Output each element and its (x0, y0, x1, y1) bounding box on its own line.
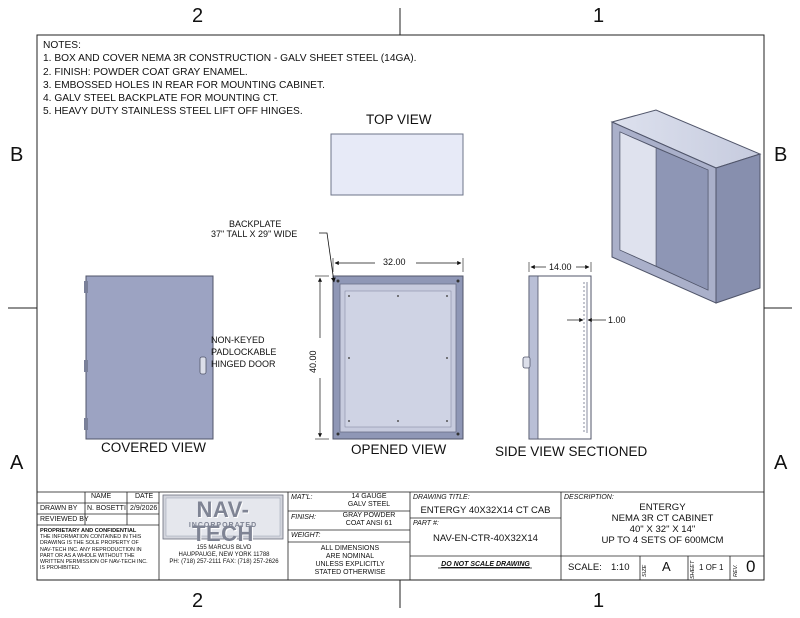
sheet-value: 1 OF 1 (699, 563, 724, 572)
depth-dimension: 14.00 (549, 262, 572, 272)
drawing-title: ENTERGY 40X32X14 CT CAB (420, 505, 551, 516)
finish-label: FINISH: (291, 514, 316, 521)
nominal-line: UNLESS EXPLICITLY (315, 561, 385, 568)
opened-view-shape (332, 275, 464, 440)
drawn-by-label: DRAWN BY (40, 505, 78, 512)
material-line: 14 GAUGE (351, 493, 387, 500)
top-view-label: TOP VIEW (366, 112, 432, 127)
reviewed-by-label: REVIEWED BY (40, 516, 89, 523)
description-line: ENTERGY (639, 502, 686, 513)
backplate-callout-line1: BACKPLATE (229, 219, 282, 229)
finish-value: GRAY POWDER COAT ANSI 61 (334, 512, 404, 528)
phone-line: PH: (718) 257-2111 FAX: (718) 257-2626 (169, 559, 279, 565)
sheet-label: SHEET (690, 560, 696, 579)
door-callout-line3: HINGED DOOR (211, 359, 276, 369)
covered-view-label: COVERED VIEW (101, 440, 207, 455)
note-item: 1. BOX AND COVER NEMA 3R CONSTRUCTION - … (43, 53, 417, 65)
zone-label-left-lower: A (10, 452, 24, 474)
description-block: ENTERGY NEMA 3R CT CABINET 40" X 32" X 1… (561, 502, 764, 546)
backplate-leader (319, 232, 336, 283)
company-logo-text: NAV-TECH (192, 497, 254, 546)
proprietary-line: IS PROHIBITED. (40, 565, 81, 572)
nominal-line: ALL DIMENSIONS (320, 545, 380, 552)
proprietary-line: PART OR AS A WHOLE WITHOUT THE (40, 552, 135, 559)
description-line: 40" X 32" X 14" (629, 524, 696, 535)
side-view-label: SIDE VIEW SECTIONED (495, 444, 648, 459)
title-block-grid (36, 491, 765, 581)
notes-heading: NOTES: (43, 40, 81, 51)
part-number: NAV-EN-CTR-40X32X14 (433, 533, 538, 544)
backplate-callout-line2: 37" TALL X 29" WIDE (211, 229, 298, 239)
door-callout-line2: PADLOCKABLE (211, 347, 277, 357)
proprietary-notice: PROPRIETARY AND CONFIDENTIAL THE INFORMA… (40, 528, 158, 571)
description-label: DESCRIPTION: (564, 494, 614, 501)
drawn-by-name: N. BOSETTI (87, 505, 126, 512)
material-value: 14 GAUGE GALV STEEL (334, 493, 404, 509)
width-dimension: 32.00 (383, 257, 406, 267)
nominal-dimensions-note: ALL DIMENSIONS ARE NOMINAL UNLESS EXPLIC… (292, 545, 408, 577)
zone-label-right-lower: A (774, 452, 788, 474)
revision-label: REV. (733, 564, 739, 577)
proprietary-line: THE INFORMATION CONTAINED IN THIS (40, 534, 142, 541)
proprietary-line: NAV-TECH INC. ANY REPRODUCTION IN (40, 546, 142, 553)
side-view-shape (522, 275, 592, 440)
revision-value: 0 (746, 557, 756, 576)
address-line: 155 MARCUS BLVD (196, 545, 252, 551)
proprietary-line: DRAWING IS THE SOLE PROPERTY OF (40, 540, 139, 547)
notes-block: NOTES: 1. BOX AND COVER NEMA 3R CONSTRUC… (43, 39, 416, 119)
note-item: 5. HEAVY DUTY STAINLESS STEEL LIFT OFF H… (43, 106, 303, 118)
material-label: MAT'L: (291, 494, 313, 501)
note-item: 4. GALV STEEL BACKPLATE FOR MOUNTING CT. (43, 93, 279, 105)
description-line: NEMA 3R CT CABINET (611, 513, 714, 524)
size-label: SIZE (642, 564, 648, 577)
top-view-shape (330, 133, 464, 196)
description-line: UP TO 4 SETS OF 600MCM (601, 535, 724, 546)
name-header: NAME (91, 493, 112, 500)
note-item: 2. FINISH: POWDER COAT GRAY ENAMEL. (43, 66, 248, 78)
scale-label: SCALE: (568, 562, 602, 573)
drawn-by-date: 2/9/2026 (130, 505, 158, 512)
height-dimension: 40.00 (308, 350, 318, 373)
material-line: GALV STEEL (347, 501, 391, 508)
part-number-label: PART #: (413, 520, 439, 527)
company-address: 155 MARCUS BLVD HAUPPAUGE, NEW YORK 1178… (162, 545, 286, 566)
drawing-title-label: DRAWING TITLE: (413, 494, 470, 501)
isometric-view-shape (610, 109, 762, 304)
weight-label: WEIGHT: (291, 532, 321, 539)
zone-label-bottom-right: 1 (593, 590, 605, 612)
address-line: HAUPPAUGE, NEW YORK 11788 (178, 552, 270, 558)
finish-line: GRAY POWDER (342, 512, 396, 519)
covered-view-shape (84, 275, 214, 440)
proprietary-line: WRITTEN PERMISSION OF NAV-TECH INC. (40, 559, 148, 566)
finish-line: COAT ANSI 61 (345, 520, 393, 527)
zone-label-top-right: 1 (593, 5, 605, 27)
nominal-line: STATED OTHERWISE (314, 569, 386, 576)
proprietary-title: PROPRIETARY AND CONFIDENTIAL (40, 528, 137, 534)
zone-label-bottom-left: 2 (192, 590, 204, 612)
door-callout-line1: NON-KEYED (211, 335, 265, 345)
zone-label-left-upper: B (10, 144, 24, 166)
zone-label-right-upper: B (774, 144, 788, 166)
date-header: DATE (135, 493, 154, 500)
flange-dimension: 1.00 (608, 315, 626, 325)
zone-label-top-left: 2 (192, 5, 204, 27)
company-logo-subtext: INCORPORATED (188, 522, 258, 529)
opened-view-label: OPENED VIEW (351, 442, 447, 457)
size-value: A (662, 559, 671, 574)
do-not-scale-note: DO NOT SCALE DRAWING (441, 561, 530, 568)
nominal-line: ARE NOMINAL (325, 553, 375, 560)
scale-value: 1:10 (611, 562, 630, 573)
note-item: 3. EMBOSSED HOLES IN REAR FOR MOUNTING C… (43, 79, 325, 91)
